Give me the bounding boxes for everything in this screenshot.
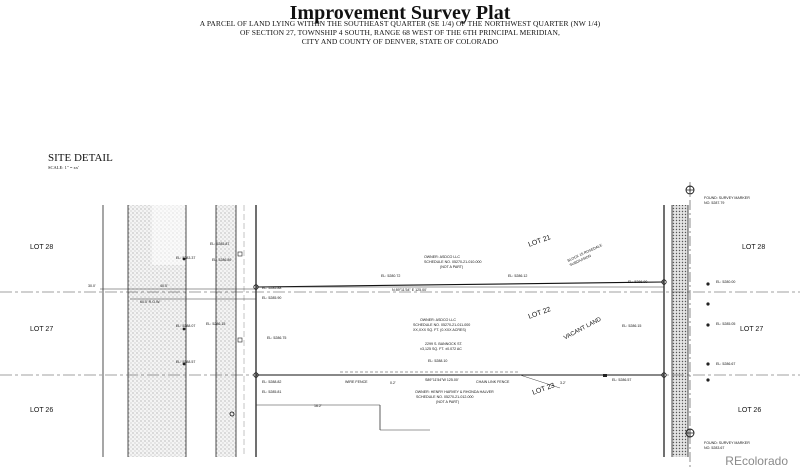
elevation-label: EL: 5286.90 [628, 280, 648, 284]
elevation-label: EL: 5286.15 [622, 324, 642, 328]
schedule-north: SCHEDULE NO. 05270-21-010-000 [424, 260, 482, 264]
elevation-label: EL: 5286.57 [612, 378, 632, 382]
dimension-d: 3.2' [560, 381, 566, 385]
benchmark-top: FOUND: SURVEY MARKER [704, 196, 750, 200]
row-width-label: 60.0' R.O.W. [140, 300, 161, 304]
site-detail-heading: SITE DETAIL [48, 152, 113, 164]
elevation-label: EL: 5288.10 [428, 359, 448, 363]
legal-description-line-1: A PARCEL OF LAND LYING WITHIN THE SOUTHE… [199, 19, 601, 28]
scale-note: SCALE: 1" = xx' [48, 165, 79, 170]
elevation-label: EL: 5286.12 [508, 274, 528, 278]
lot-label-left-bot: LOT 26 [30, 407, 54, 414]
right-sidewalk [672, 205, 688, 457]
dimension-c: 16.2' [314, 404, 322, 408]
north-bearing: N 89°11'54" E 125.00' [392, 288, 427, 292]
elevation-label: EL: 5288.07 [176, 324, 196, 328]
property-address: 2299 S. BANNOCK ST. [425, 342, 463, 346]
area-main: XX,XXX SQ. FT. (0.XXX ACRES) [413, 328, 466, 332]
elevation-label: EL: 5286.67 [716, 362, 736, 366]
dimension-b: 40.0' [160, 284, 168, 288]
elevation-label: EL: 5285.81 [262, 390, 282, 394]
owner-north: OWNER: ASDCO LLC [424, 255, 460, 259]
benchmark-bottom-elevation: NO. 5283.67 [704, 446, 725, 450]
benchmark-top-elevation: NO. 5287.79 [704, 201, 725, 205]
dimension-a: 30.0' [88, 284, 96, 288]
legal-description-line-2: OF SECTION 27, TOWNSHIP 4 SOUTH, RANGE 6… [240, 28, 560, 37]
benchmark-bottom: FOUND: SURVEY MARKER [704, 441, 750, 445]
elevation-label: EL: 5285.87 [210, 242, 230, 246]
elevation-label: EL: 5285.90 [262, 296, 282, 300]
page-title: Improvement Survey Plat [289, 2, 511, 24]
left-sidewalk [216, 205, 236, 457]
area-alt: ±3,125 SQ. FT. ±0.072 AC [420, 347, 462, 351]
lot-label-right-bot: LOT 26 [738, 407, 762, 414]
dimension-e: 0.2' [390, 381, 396, 385]
not-part-south: (NOT A PART) [436, 400, 460, 404]
schedule-south: SCHEDULE NO. 05270-21-012-000 [416, 395, 474, 399]
watermark-logo: REcolorado [725, 454, 788, 468]
elevation-label: EL: 5285.05 [716, 322, 736, 326]
legal-description-line-3: CITY AND COUNTY OF DENVER, STATE OF COLO… [301, 37, 499, 46]
owner-south: OWNER: HENRY HARVEY & RHONDA HALVER [415, 390, 494, 394]
south-bearing: S89°11'54"W 125.00' [425, 378, 459, 382]
wire-fence-label: WIRE FENCE [345, 380, 368, 384]
not-part-north: (NOT A PART) [440, 265, 464, 269]
lot-label-right-top: LOT 28 [742, 244, 766, 251]
elevation-label: EL: 5288.82 [262, 380, 282, 384]
owner-main: OWNER: ASDCO LLC [420, 318, 456, 322]
elevation-label: EL: 5286.75 [267, 336, 287, 340]
lot-label-left-top: LOT 28 [30, 244, 54, 251]
elevation-label: EL: 5280.00 [716, 280, 736, 284]
schedule-main: SCHEDULE NO. 05270-21-011-000 [413, 323, 471, 327]
chain-link-fence-label: CHAIN LINK FENCE [476, 380, 510, 384]
lot-label-right-mid: LOT 27 [740, 326, 764, 333]
lot-label-left-mid: LOT 27 [30, 326, 54, 333]
elevation-label: EL: 5283.37 [176, 256, 196, 260]
elevation-label: EL: 5280.72 [381, 274, 401, 278]
elevation-label: EL: 5288.57 [176, 360, 196, 364]
elevation-label: EL: 5286.89 [212, 258, 232, 262]
elevation-label: EL: 5286.15 [206, 322, 226, 326]
elevation-label: EL: 5285.88 [262, 286, 282, 290]
